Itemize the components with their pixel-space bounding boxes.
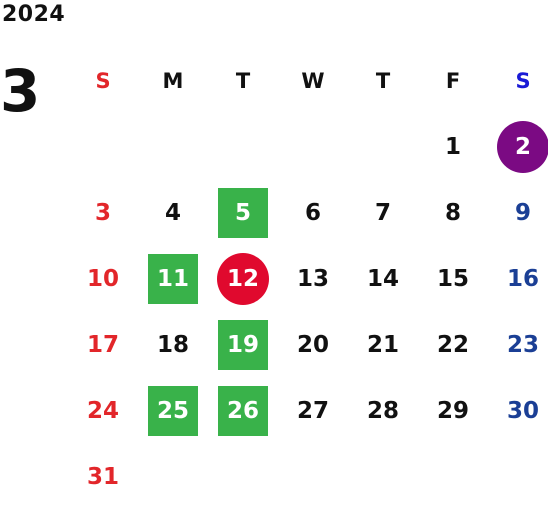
day-cell[interactable]: 31 — [86, 464, 119, 490]
day-cell-highlight-green[interactable]: 19 — [208, 312, 278, 378]
day-cell[interactable]: 1 — [444, 134, 461, 160]
weekday-monday: M — [162, 69, 184, 93]
day-cell-empty — [138, 444, 208, 510]
day-cell[interactable]: 13 — [296, 266, 329, 292]
day-cell[interactable]: 10 — [86, 266, 119, 292]
day-cell-highlight-green[interactable]: 25 — [138, 378, 208, 444]
weekday-thursday: T — [375, 69, 391, 93]
day-cell[interactable]: 24 — [86, 398, 119, 424]
day-cell-empty — [278, 444, 348, 510]
day-cell[interactable]: 27 — [296, 398, 329, 424]
day-cell[interactable]: 6 — [304, 200, 321, 226]
day-cell[interactable]: 21 — [366, 332, 399, 358]
day-cell[interactable]: 23 — [506, 332, 539, 358]
weekday-saturday: S — [515, 69, 531, 93]
day-cell-highlight-green[interactable]: 26 — [208, 378, 278, 444]
day-cell[interactable]: 22 — [436, 332, 469, 358]
day-cell[interactable]: 3 — [94, 200, 111, 226]
day-cell[interactable]: 4 — [164, 200, 181, 226]
year-label: 2024 — [2, 2, 66, 27]
day-cell[interactable]: 15 — [436, 266, 469, 292]
day-cell[interactable]: 14 — [366, 266, 399, 292]
day-cell-empty — [208, 114, 278, 180]
day-cell[interactable]: 29 — [436, 398, 469, 424]
day-cell[interactable]: 28 — [366, 398, 399, 424]
day-cell[interactable]: 20 — [296, 332, 329, 358]
day-cell[interactable]: 17 — [86, 332, 119, 358]
weekday-friday: F — [445, 69, 461, 93]
day-cell-empty — [488, 444, 548, 510]
weekday-tuesday: T — [235, 69, 251, 93]
month-number: 3 — [0, 57, 41, 125]
day-cell-highlight-green[interactable]: 11 — [138, 246, 208, 312]
weekday-wednesday: W — [301, 69, 325, 93]
day-cell-empty — [348, 114, 418, 180]
day-cell[interactable]: 30 — [506, 398, 539, 424]
day-cell[interactable]: 18 — [156, 332, 189, 358]
day-cell-empty — [208, 444, 278, 510]
weekday-sunday: S — [95, 69, 111, 93]
day-cell[interactable]: 8 — [444, 200, 461, 226]
calendar-grid: S M T W T F S 1 2 3 4 5 6 7 8 9 10 11 12… — [68, 48, 548, 510]
day-cell-empty — [138, 114, 208, 180]
day-cell[interactable]: 16 — [506, 266, 539, 292]
day-cell-empty — [418, 444, 488, 510]
day-cell[interactable]: 7 — [374, 200, 391, 226]
day-cell-empty — [68, 114, 138, 180]
day-cell-highlight-red[interactable]: 12 — [208, 246, 278, 312]
day-cell-highlight-purple[interactable]: 2 — [488, 114, 548, 180]
day-cell-highlight-green[interactable]: 5 — [208, 180, 278, 246]
day-cell[interactable]: 9 — [514, 200, 531, 226]
day-cell-empty — [348, 444, 418, 510]
day-cell-empty — [278, 114, 348, 180]
